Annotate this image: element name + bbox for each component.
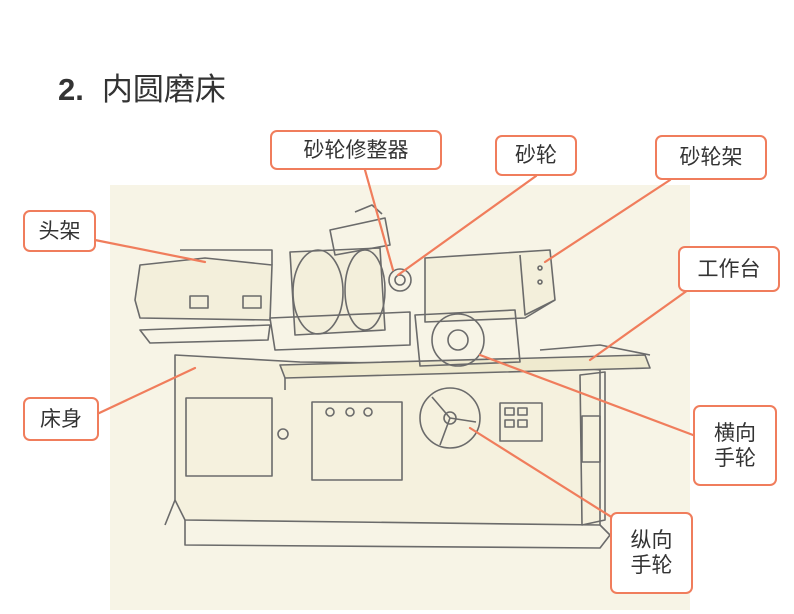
wheel-head-bolt: [537, 265, 543, 271]
control-button: [325, 407, 335, 417]
label-dresser: 砂轮修整器: [270, 130, 442, 170]
table-slide: [269, 311, 411, 351]
slide-title: 2. 内圆磨床: [58, 64, 226, 109]
slide-number: 2.: [58, 72, 84, 107]
wheel-guard: [289, 247, 386, 336]
headstock-top: [180, 249, 273, 265]
headstock-base: [139, 324, 271, 344]
grinding-wheel-hub: [394, 274, 406, 286]
cross-feed-handwheel: [431, 313, 485, 367]
headstock-slot: [242, 295, 262, 309]
control-knob: [277, 428, 289, 440]
label-headstock: 头架: [23, 210, 96, 252]
label-wheel: 砂轮: [495, 135, 577, 176]
panel-button: [504, 407, 515, 416]
bed-body: [174, 354, 601, 526]
control-button: [363, 407, 373, 417]
cross-feed-housing: [414, 309, 521, 367]
dresser-body: [329, 217, 391, 256]
grinding-wheel: [388, 268, 412, 292]
leader-wheel-head: [543, 178, 672, 264]
label-bed: 床身: [23, 397, 99, 441]
label-long-feed: 纵向 手轮: [610, 512, 693, 594]
bed-door: [185, 397, 273, 477]
work-table: [279, 354, 651, 379]
button-panel: [499, 402, 543, 442]
cross-feed-hub: [447, 329, 469, 351]
long-feed-hub: [443, 411, 457, 425]
dresser-handle: [354, 204, 383, 215]
bed-base: [164, 499, 611, 549]
leader-table: [588, 288, 690, 362]
leader-wheel: [396, 174, 538, 277]
wheel-head-body: [424, 249, 556, 323]
headstock-body: [134, 257, 273, 321]
table-end: [539, 344, 651, 356]
label-cross-feed: 横向 手轮: [693, 405, 777, 486]
long-feed-handwheel: [419, 387, 481, 449]
leader-cross-feed: [478, 353, 695, 437]
leader-headstock: [93, 238, 207, 264]
label-wheel-head: 砂轮架: [655, 135, 767, 180]
control-button: [345, 407, 355, 417]
panel-button: [504, 419, 515, 428]
wheel-head-bolt: [537, 279, 543, 285]
leader-bed: [93, 366, 197, 417]
wheel-guard-face: [292, 249, 344, 335]
callout-lines: [93, 168, 695, 537]
bed-panel: [311, 401, 403, 481]
slide-title-text: 内圆磨床: [101, 72, 226, 108]
wheel-head-side: [519, 254, 556, 316]
long-feed-spokes: [431, 396, 477, 446]
headstock-slot: [189, 295, 209, 309]
side-cabinet-panel: [581, 415, 601, 463]
machine-line-art: [134, 204, 651, 549]
leader-dresser: [363, 168, 395, 272]
side-cabinet: [579, 371, 606, 526]
label-table: 工作台: [678, 246, 780, 292]
panel-button: [517, 407, 528, 416]
panel-button: [517, 419, 528, 428]
